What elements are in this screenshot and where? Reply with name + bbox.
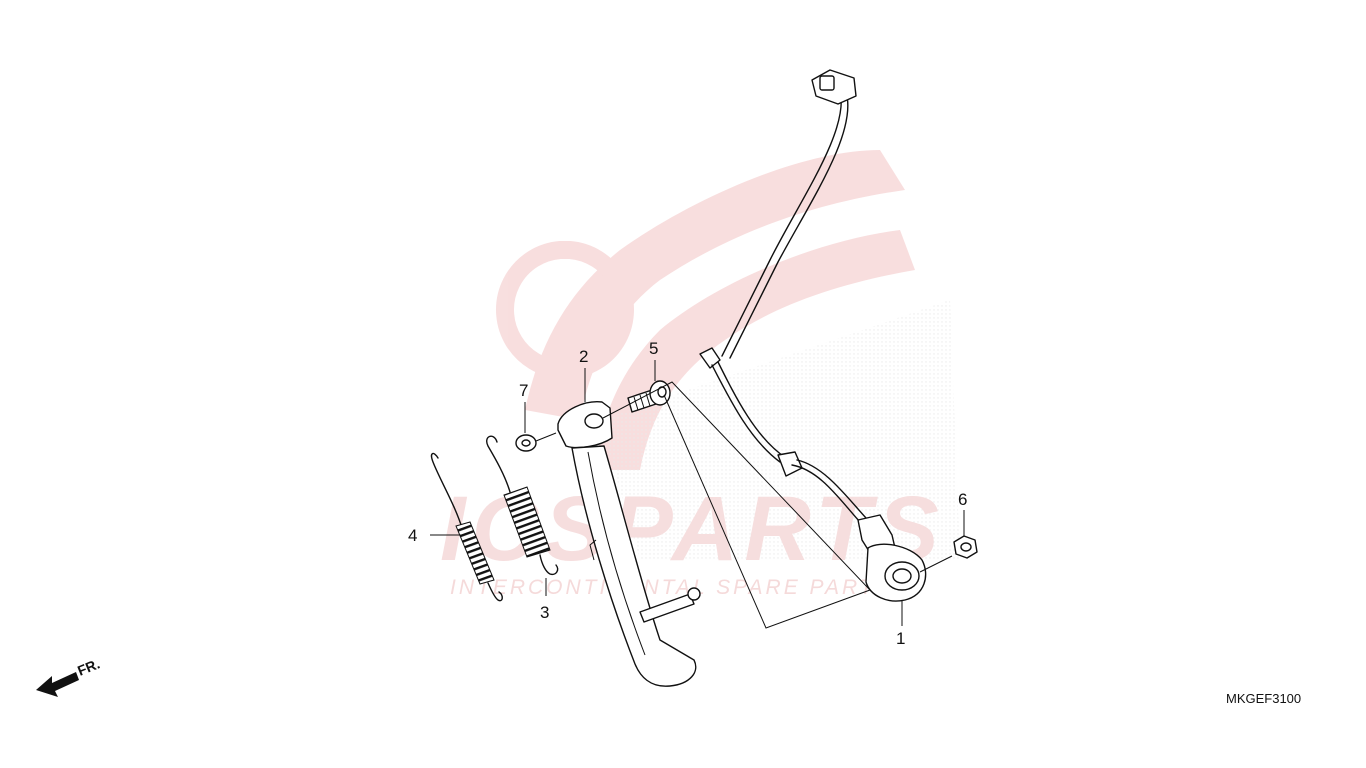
callout-numbers: 1 2 3 4 5 6 7 [408,339,967,648]
part-2-side-stand [557,401,701,687]
callout-4: 4 [408,526,417,545]
callout-3: 3 [540,603,549,622]
callout-6: 6 [958,490,967,509]
diagram-code: MKGEF3100 [1226,691,1301,706]
watermark-logo [496,150,960,560]
callout-1: 1 [896,629,905,648]
callout-leaders [430,360,965,626]
part-1-sidestand-switch [699,69,953,602]
part-7-washer [515,432,557,452]
callout-7: 7 [519,381,528,400]
watermark-tagline: INTERCONTINENTAL SPARE PARTS [450,576,893,599]
callout-5: 5 [649,339,658,358]
front-arrow-icon [36,672,79,697]
front-direction-label: FR. [75,655,102,678]
part-5-bolt [627,380,671,413]
part-6-nut [953,535,978,559]
callout-2: 2 [579,347,588,366]
part-4-spring [430,452,503,602]
front-direction-indicator: FR. [36,655,102,697]
part-3-spring [486,435,559,576]
